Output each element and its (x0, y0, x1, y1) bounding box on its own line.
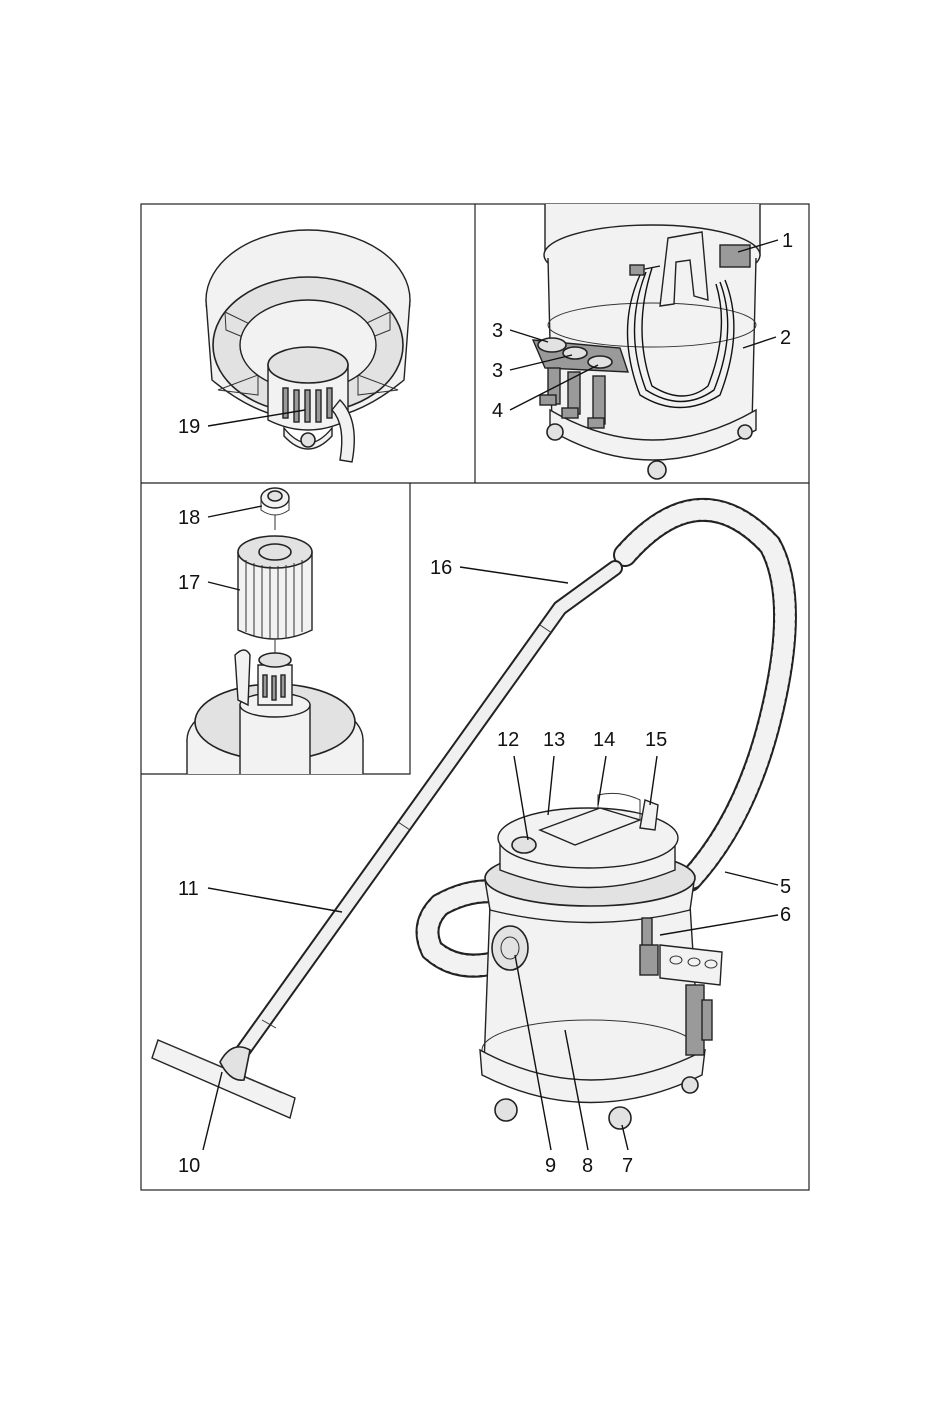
callout-13: 13 (543, 729, 565, 751)
callout-10: 10 (178, 1155, 200, 1177)
callout-4: 4 (492, 400, 503, 422)
callout-17: 17 (178, 572, 200, 594)
callout-3a: 3 (492, 320, 503, 342)
callout-11: 11 (178, 878, 199, 900)
callout-15: 15 (645, 729, 667, 751)
filter-cap (261, 488, 289, 515)
callout-16: 16 (430, 557, 452, 579)
filter-basket-mount (187, 650, 363, 790)
cartridge-filter-view (187, 488, 363, 790)
callout-18: 18 (178, 507, 200, 529)
callout-5: 5 (780, 876, 791, 898)
cord-storage-view (533, 200, 760, 479)
callout-1: 1 (782, 230, 793, 252)
callout-8: 8 (582, 1155, 593, 1177)
type-plate (720, 245, 750, 267)
callout-3b: 3 (492, 360, 503, 382)
floor-nozzle (152, 1040, 295, 1118)
callout-12: 12 (497, 729, 519, 751)
callout-14: 14 (593, 729, 615, 751)
callout-2: 2 (780, 327, 791, 349)
blower-port (492, 926, 528, 970)
cartridge-filter (238, 536, 312, 639)
callout-6: 6 (780, 904, 791, 926)
callout-7: 7 (622, 1155, 633, 1177)
callout-19: 19 (178, 416, 200, 438)
vacuum-head (485, 793, 695, 922)
filter-basket-view (206, 230, 410, 462)
callout-9: 9 (545, 1155, 556, 1177)
